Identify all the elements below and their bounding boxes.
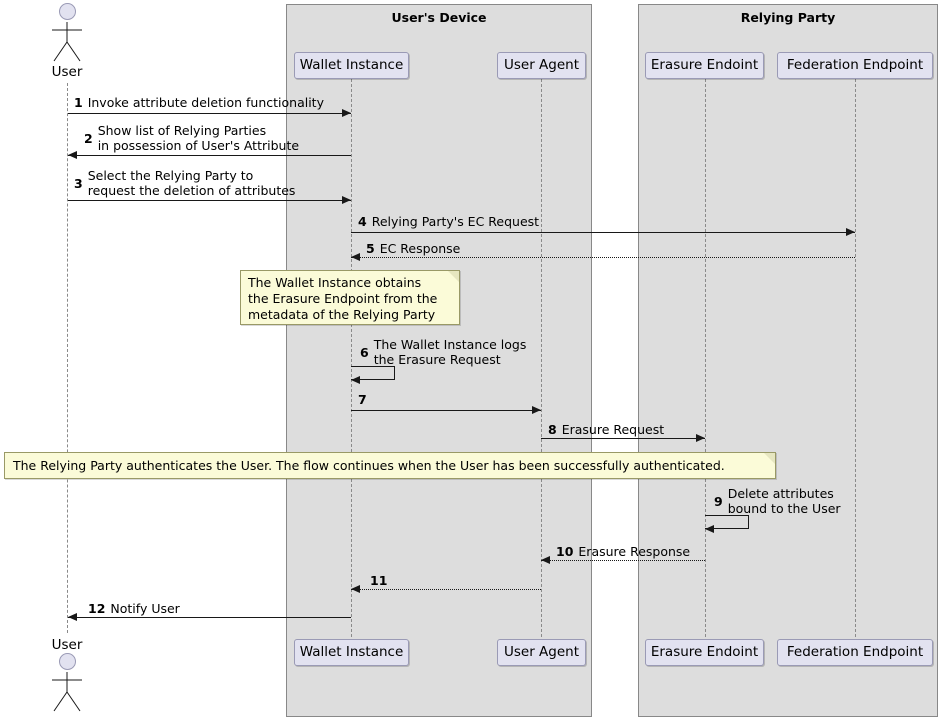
- arrowhead-1: [342, 109, 351, 117]
- message-label-8: 8 Erasure Request: [548, 422, 664, 437]
- actor-head-top: [59, 3, 76, 20]
- selfcall-6: [351, 366, 395, 380]
- note-line: The Wallet Instance obtains: [248, 275, 422, 290]
- message-text-4: Relying Party's EC Request: [371, 214, 540, 229]
- note-fold-corner-icon: [448, 271, 459, 282]
- lifeline-user: [67, 83, 68, 633]
- arrow-line-2: [68, 155, 351, 156]
- message-number-12: 12: [88, 601, 106, 616]
- message-label-7: 7: [358, 392, 367, 407]
- message-number-5: 5: [366, 241, 375, 256]
- message-text-line: in possession of User's Attribute: [97, 138, 300, 153]
- participant-erasure-endpoint-bottom[interactable]: Erasure Endoint: [645, 639, 764, 666]
- arrow-line-7: [351, 410, 541, 411]
- message-label-4: 4 Relying Party's EC Request: [358, 214, 539, 229]
- message-number-7: 7: [358, 392, 367, 407]
- arrow-line-5: [351, 257, 855, 258]
- message-number-8: 8: [548, 422, 557, 437]
- message-text-line: Select the Relying Party to: [87, 168, 254, 183]
- note-relying-party-authenticates: The Relying Party authenticates the User…: [4, 452, 776, 479]
- arrowhead-2: [68, 151, 77, 159]
- arrow-line-1: [68, 113, 351, 114]
- selfcall-9: [705, 515, 749, 529]
- participant-user-agent-bottom[interactable]: User Agent: [497, 639, 586, 666]
- lifeline-federation-endpoint: [855, 79, 856, 637]
- message-text-12: Notify User: [110, 601, 180, 616]
- arrowhead-6: [351, 376, 360, 384]
- note-fold-corner-icon: [764, 453, 775, 464]
- actor-label-bottom: User: [51, 637, 83, 653]
- arrowhead-8: [696, 434, 705, 442]
- group-title-relying-party: Relying Party: [740, 10, 836, 25]
- arrowhead-7: [532, 406, 541, 414]
- message-label-11: 11: [370, 573, 387, 588]
- arrowhead-4: [846, 228, 855, 236]
- message-text-8: Erasure Request: [561, 422, 665, 437]
- actor-head-bottom: [59, 653, 76, 670]
- note-line: The Relying Party authenticates the User…: [13, 458, 725, 473]
- message-text-5: EC Response: [379, 241, 461, 256]
- lifeline-wallet-instance: [351, 79, 352, 637]
- message-number-6: 6: [360, 344, 369, 360]
- lifeline-erasure-endpoint: [705, 79, 706, 637]
- participant-erasure-endpoint-top[interactable]: Erasure Endoint: [645, 52, 764, 79]
- message-text-line: bound to the User: [727, 501, 841, 516]
- message-text-line: Show list of Relying Parties: [97, 123, 267, 138]
- arrowhead-9: [705, 525, 714, 533]
- message-text-line: request the deletion of attributes: [87, 183, 296, 198]
- arrowhead-11: [351, 585, 360, 593]
- message-text-line: Delete attributes: [727, 486, 834, 501]
- arrowhead-3: [342, 196, 351, 204]
- message-number-3: 3: [74, 175, 83, 191]
- arrowhead-10: [541, 556, 550, 564]
- arrow-line-11: [351, 589, 541, 590]
- message-number-4: 4: [358, 214, 367, 229]
- arrow-line-8: [541, 438, 705, 439]
- actor-label-top: User: [51, 64, 83, 80]
- participant-user-agent-top[interactable]: User Agent: [497, 52, 586, 79]
- arrowhead-12: [68, 613, 77, 621]
- arrowhead-5: [351, 253, 360, 261]
- note-line: metadata of the Relying Party: [248, 307, 436, 322]
- message-text-10: Erasure Response: [578, 544, 691, 559]
- participant-wallet-instance-top[interactable]: Wallet Instance: [294, 52, 409, 79]
- message-label-5: 5 EC Response: [366, 241, 460, 256]
- arrow-line-3: [68, 200, 351, 201]
- participant-federation-endpoint-top[interactable]: Federation Endpoint: [777, 52, 933, 79]
- arrow-line-12: [68, 617, 351, 618]
- actor-body-top: [52, 22, 82, 62]
- arrow-line-4: [351, 232, 855, 233]
- note-line: the Erasure Endpoint from the: [248, 291, 438, 306]
- message-label-10: 10 Erasure Response: [556, 544, 690, 559]
- message-number-11: 11: [370, 573, 388, 588]
- message-number-1: 1: [74, 95, 83, 110]
- message-text-line: the Erasure Request: [373, 352, 501, 367]
- actor-body-bottom: [52, 672, 82, 712]
- arrow-line-10: [541, 560, 705, 561]
- message-number-10: 10: [556, 544, 574, 559]
- participant-federation-endpoint-bottom[interactable]: Federation Endpoint: [777, 639, 933, 666]
- message-number-2: 2: [84, 130, 93, 146]
- lifeline-user-agent: [541, 79, 542, 637]
- message-number-9: 9: [714, 493, 723, 509]
- group-box-relying-party: [638, 4, 938, 717]
- message-label-12: 12 Notify User: [88, 601, 180, 616]
- group-title-users-device: User's Device: [391, 10, 487, 25]
- participant-wallet-instance-bottom[interactable]: Wallet Instance: [294, 639, 409, 666]
- message-text-1: Invoke attribute deletion functionality: [87, 95, 324, 110]
- message-label-1: 1 Invoke attribute deletion functionality: [74, 95, 324, 110]
- message-text-line: The Wallet Instance logs: [373, 337, 527, 352]
